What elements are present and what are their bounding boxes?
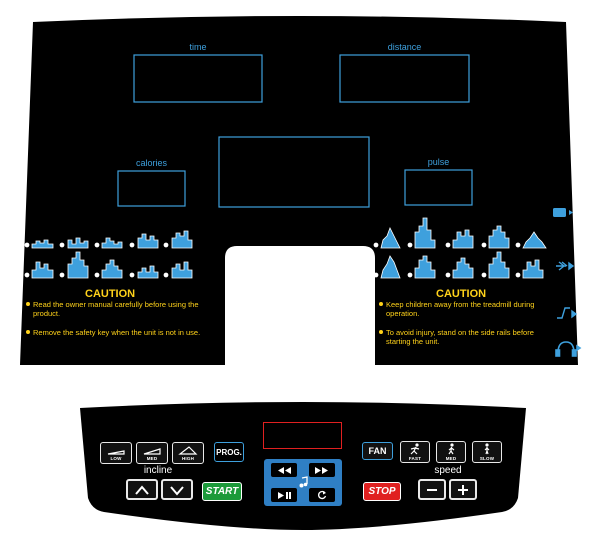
incline-label: incline bbox=[143, 465, 173, 476]
fast-forward-icon bbox=[315, 466, 328, 474]
speed-label: speed bbox=[434, 465, 462, 476]
chevron-down-icon bbox=[170, 485, 184, 496]
tv-icon bbox=[553, 208, 573, 217]
walker-slow-icon bbox=[484, 443, 490, 455]
play-pause-button[interactable] bbox=[271, 488, 297, 502]
calories-window bbox=[117, 170, 186, 207]
console-panel-graphic bbox=[20, 16, 582, 365]
stop-button[interactable]: STOP bbox=[363, 482, 401, 501]
speed-up-button[interactable] bbox=[449, 479, 477, 500]
fast-speed-button[interactable]: FAST bbox=[400, 441, 430, 463]
slow-speed-button[interactable]: SLOW bbox=[472, 441, 502, 463]
rewind-icon bbox=[278, 466, 291, 474]
med-program-button[interactable]: MED bbox=[136, 442, 168, 464]
program-profiles-left bbox=[24, 230, 193, 279]
time-label: time bbox=[189, 42, 207, 52]
caution-left-title: CAUTION bbox=[85, 288, 136, 300]
keypad: LOW MED HIGH PROG. incline START bbox=[78, 402, 528, 532]
console-overlay: time distance calories pulse CAUTION Rea… bbox=[20, 16, 582, 365]
distance-label: distance bbox=[387, 42, 422, 52]
time-window bbox=[133, 54, 263, 103]
pulse-label: pulse bbox=[427, 157, 450, 167]
start-button[interactable]: START bbox=[202, 482, 242, 501]
runner-med-icon bbox=[448, 443, 455, 455]
speed-down-button[interactable] bbox=[418, 479, 446, 500]
red-readout-window bbox=[263, 422, 342, 449]
running-belt-icon bbox=[556, 261, 575, 271]
caution-left-item: Remove the safety key when the unit is n… bbox=[26, 328, 203, 337]
ramp-high-icon bbox=[178, 445, 198, 455]
fast-forward-button[interactable] bbox=[309, 463, 335, 477]
program-profiles-right bbox=[373, 217, 547, 279]
fan-button[interactable]: FAN bbox=[362, 442, 393, 460]
ramp-med-icon bbox=[143, 447, 161, 455]
main-window bbox=[218, 136, 370, 208]
music-note-icon bbox=[297, 475, 309, 489]
calories-label: calories bbox=[135, 158, 167, 168]
media-panel bbox=[264, 459, 342, 506]
incline-up-button[interactable] bbox=[126, 479, 158, 500]
caution-left-item: Read the owner manual carefully before u… bbox=[26, 300, 203, 318]
prog-button[interactable]: PROG. bbox=[214, 442, 244, 462]
ramp-low-icon bbox=[107, 449, 125, 455]
med-speed-button[interactable]: MED bbox=[436, 441, 466, 463]
low-program-button[interactable]: LOW bbox=[100, 442, 132, 464]
runner-fast-icon bbox=[410, 443, 420, 455]
caution-right-item: To avoid injury, stand on the side rails… bbox=[379, 328, 556, 346]
minus-icon bbox=[427, 488, 437, 491]
headphones-icon bbox=[555, 341, 582, 357]
chevron-up-icon bbox=[135, 484, 149, 495]
plus-icon bbox=[458, 484, 468, 495]
repeat-button[interactable] bbox=[309, 488, 335, 502]
play-pause-icon bbox=[278, 491, 291, 499]
rewind-button[interactable] bbox=[271, 463, 297, 477]
high-program-button[interactable]: HIGH bbox=[172, 442, 204, 464]
caution-right-title: CAUTION bbox=[436, 288, 487, 300]
distance-window bbox=[339, 54, 470, 103]
pulse-window bbox=[404, 169, 473, 206]
repeat-icon bbox=[318, 490, 327, 500]
caution-right-item: Keep children away from the treadmill du… bbox=[379, 300, 556, 318]
music-icon bbox=[557, 307, 578, 319]
incline-down-button[interactable] bbox=[161, 479, 193, 500]
